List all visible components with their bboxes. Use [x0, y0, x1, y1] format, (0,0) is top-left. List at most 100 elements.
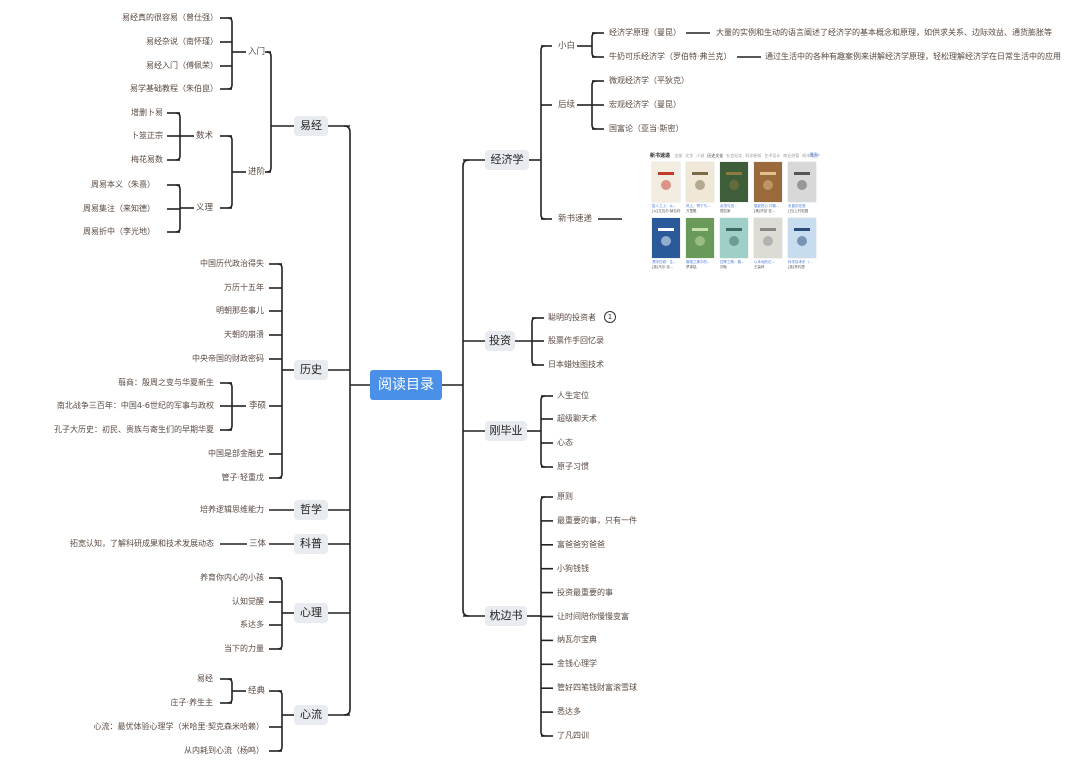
- leaf-yijing-rumen-2[interactable]: 易经入门（傅佩荣）: [146, 61, 218, 70]
- leaf-lishi-2[interactable]: 明朝那些事儿: [216, 306, 264, 315]
- node-jinjie[interactable]: 进阶: [248, 167, 266, 177]
- book-cover[interactable]: [652, 162, 680, 202]
- new-books-tab[interactable]: 文学: [685, 153, 694, 158]
- leaf-touzi-0[interactable]: 聪明的投资者: [548, 313, 596, 322]
- book-title[interactable]: 漂浮在城：生…: [652, 260, 677, 264]
- leaf-yijing-rumen-0[interactable]: 易经真的很容易（曾仕强）: [122, 13, 218, 22]
- count-badge[interactable]: 1: [604, 311, 616, 323]
- book-cover[interactable]: [686, 162, 714, 202]
- leaf-zhenbianshu-4[interactable]: 投资最重要的事: [557, 587, 613, 597]
- node-rumen[interactable]: 入门: [248, 47, 266, 57]
- new-books-tab[interactable]: 小说: [696, 153, 705, 158]
- new-books-tab[interactable]: 艺术设计: [764, 153, 781, 158]
- node-shushu[interactable]: 数术: [196, 131, 214, 141]
- new-books-tab[interactable]: 商业经管: [783, 153, 800, 158]
- leaf-houxu-2[interactable]: 国富论（亚当·斯密）: [609, 124, 684, 133]
- node-xinliu[interactable]: 心流: [294, 705, 328, 725]
- node-gangbiye[interactable]: 刚毕业: [485, 421, 527, 441]
- book-title[interactable]: 摄影匠心 印象…: [754, 204, 780, 208]
- new-books-tab[interactable]: 科学新知: [745, 153, 762, 158]
- leaf-zhenbianshu-8[interactable]: 管好四笔钱财富滚雪球: [557, 683, 637, 693]
- node-lishuo[interactable]: 李硕: [249, 401, 267, 411]
- node-jingjixue[interactable]: 经济学: [485, 150, 529, 170]
- root-node[interactable]: 阅读目录: [370, 370, 442, 400]
- new-books-tab[interactable]: 历史文化: [707, 153, 724, 158]
- node-yili[interactable]: 义理: [196, 203, 214, 213]
- node-zhexue[interactable]: 哲学: [294, 500, 328, 520]
- node-zhenbianshu[interactable]: 枕边书: [485, 606, 527, 626]
- leaf-xinliu-0[interactable]: 心流：最优体验心理学（米哈里·契克森米哈赖）: [93, 722, 264, 731]
- leaf-touzi-2[interactable]: 日本蜡烛图技术: [548, 360, 604, 369]
- leaf-lishi-0[interactable]: 中国历代政治得失: [200, 259, 264, 268]
- book-title[interactable]: 四季之歌：喜…: [720, 260, 745, 264]
- leaf-zhenbianshu-10[interactable]: 了凡四训: [557, 731, 589, 740]
- leaf-yili-2[interactable]: 周易折中（李光地）: [83, 227, 155, 236]
- node-kepu[interactable]: 科普: [294, 534, 328, 554]
- leaf-lishuo-1[interactable]: 南北战争三百年：中国4-6世纪的军事与政权: [56, 401, 214, 410]
- leaf-houxu-1[interactable]: 宏观经济学（曼昆）: [609, 100, 681, 109]
- leaf-jingdian-0[interactable]: 易经: [197, 674, 213, 683]
- leaf-xinli-0[interactable]: 养育你内心的小孩: [200, 573, 264, 582]
- book-cover[interactable]: [754, 218, 782, 258]
- book-title[interactable]: 科学技术史（…: [788, 260, 813, 264]
- leaf-shushu-0[interactable]: 增删卜易: [131, 108, 163, 117]
- book-title[interactable]: 微观之美中的…: [686, 260, 711, 264]
- book-cover[interactable]: [686, 218, 714, 258]
- node-xinli[interactable]: 心理: [294, 603, 328, 623]
- leaf-zhenbianshu-7[interactable]: 金钱心理学: [557, 659, 597, 669]
- leaf-lishi-4[interactable]: 中央帝国的财政密码: [192, 354, 264, 363]
- leaf-zhenbianshu-9[interactable]: 悉达多: [557, 707, 581, 717]
- node-touzi[interactable]: 投资: [485, 331, 515, 351]
- leaf-lishi-6[interactable]: 管子·轻重戊: [221, 473, 264, 482]
- leaf-yili-0[interactable]: 周易本义（朱熹）: [91, 180, 155, 189]
- leaf-houxu-0[interactable]: 微观经济学（平狄克）: [609, 76, 689, 85]
- node-houxu[interactable]: 后续: [558, 100, 576, 110]
- book-cover[interactable]: [652, 218, 680, 258]
- leaf-xinli-2[interactable]: 系达多: [240, 620, 264, 629]
- leaf-xiaobai-1[interactable]: 牛奶可乐经济学（罗伯特·弗兰克）: [609, 52, 732, 61]
- leaf-yijing-rumen-1[interactable]: 易经杂说（南怀瑾）: [146, 37, 218, 46]
- leaf-gangbiye-1[interactable]: 超级聊天术: [557, 414, 597, 423]
- book-title[interactable]: 风土、寄宁与…: [686, 204, 711, 208]
- leaf-xinliu-1[interactable]: 从内耗到心流（杨鸣）: [184, 746, 264, 755]
- leaf-touzi-1[interactable]: 股票作手回忆录: [548, 336, 604, 345]
- leaf-shushu-2[interactable]: 梅花易数: [131, 155, 163, 164]
- leaf-zhexue-0[interactable]: 培养逻辑思维能力: [200, 505, 264, 514]
- leaf-jingdian-1[interactable]: 庄子·养生主: [170, 698, 213, 707]
- node-xinshu[interactable]: 新书速递: [558, 214, 593, 224]
- leaf-lishuo-0[interactable]: 翦商：殷周之变与华夏新生: [118, 378, 214, 387]
- node-lishi[interactable]: 历史: [294, 360, 328, 380]
- leaf-gangbiye-3[interactable]: 原子习惯: [557, 462, 589, 471]
- leaf-zhenbianshu-6[interactable]: 纳瓦尔宝典: [557, 635, 597, 645]
- leaf-zhenbianshu-0[interactable]: 原则: [557, 492, 573, 501]
- leaf-xiaobai-0[interactable]: 经济学原理（曼昆）: [609, 28, 681, 37]
- book-title[interactable]: 以本地的记…: [754, 260, 775, 264]
- book-title[interactable]: 余茂与送…: [720, 204, 738, 208]
- leaf-xinli-1[interactable]: 认知觉醒: [232, 597, 264, 606]
- leaf-zhenbianshu-1[interactable]: 最重要的事，只有一件: [557, 515, 637, 525]
- new-books-tab[interactable]: 绘本漫画: [802, 153, 819, 158]
- leaf-lishuo-2[interactable]: 孔子大历史：初民、贵族与寄生们的早期华夏: [54, 425, 214, 434]
- leaf-xinli-3[interactable]: 当下的力量: [224, 644, 264, 653]
- book-cover[interactable]: [720, 218, 748, 258]
- node-santi[interactable]: 三体: [249, 539, 267, 549]
- leaf-shushu-1[interactable]: 卜筮正宗: [131, 131, 163, 140]
- book-cover[interactable]: [788, 218, 816, 258]
- new-books-more-link[interactable]: 更多»: [809, 152, 820, 157]
- leaf-yijing-rumen-3[interactable]: 易学基础教程（朱伯崑）: [130, 84, 218, 93]
- new-books-tab[interactable]: 社会纪实: [726, 153, 743, 158]
- book-cover[interactable]: [754, 162, 782, 202]
- leaf-lishi-5[interactable]: 中国是部金融史: [208, 449, 264, 458]
- node-xiaobai[interactable]: 小白: [558, 41, 576, 51]
- new-books-tab[interactable]: 全部: [674, 153, 683, 158]
- leaf-yili-1[interactable]: 周易集注（来知德）: [83, 204, 155, 213]
- leaf-gangbiye-2[interactable]: 心态: [557, 438, 573, 447]
- node-jingdian[interactable]: 经典: [248, 686, 266, 696]
- book-cover[interactable]: [788, 162, 816, 202]
- book-title[interactable]: 未曾的花语: [788, 204, 806, 208]
- leaf-zhenbianshu-3[interactable]: 小狗钱钱: [557, 563, 589, 573]
- leaf-lishi-1[interactable]: 万历十五年: [224, 283, 264, 292]
- leaf-zhenbianshu-5[interactable]: 让时间陪你慢慢变富: [557, 611, 629, 621]
- node-yijing[interactable]: 易经: [294, 116, 328, 136]
- leaf-zhenbianshu-2[interactable]: 富爸爸穷爸爸: [557, 539, 605, 549]
